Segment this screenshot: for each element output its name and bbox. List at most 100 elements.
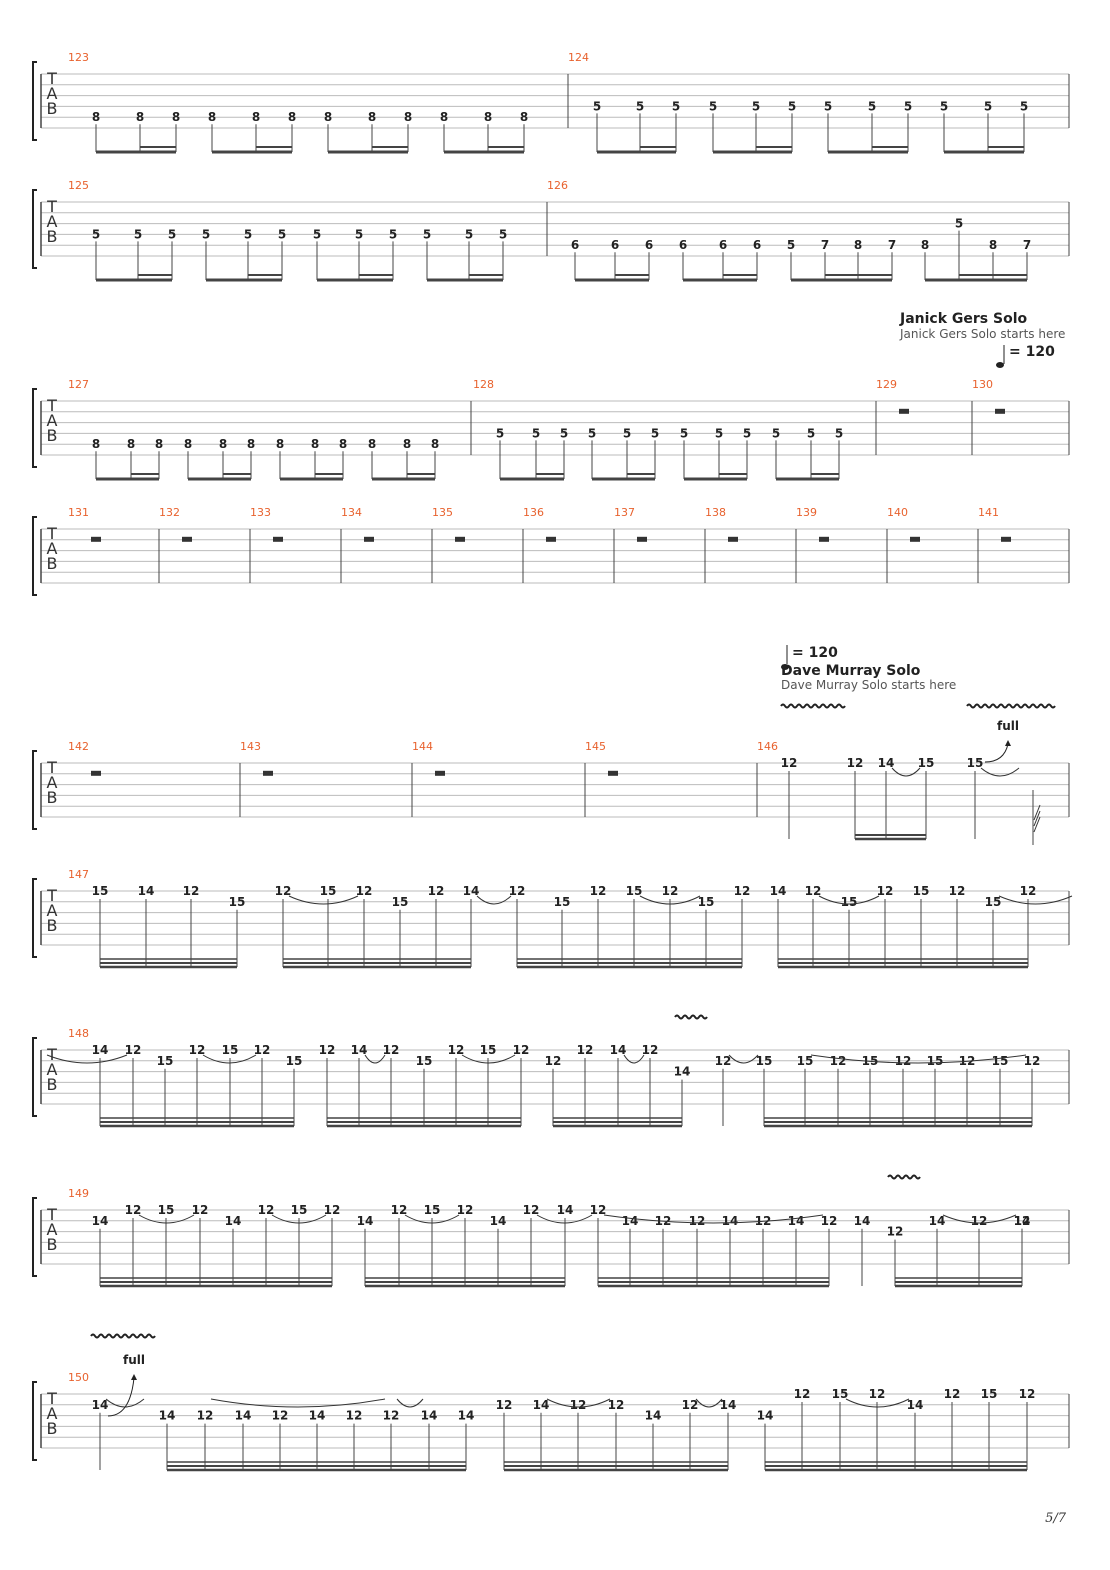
fret-number: 14 [674,1065,691,1079]
fret-number: 5 [709,99,717,113]
vibrato-mark [887,1174,921,1180]
fret-number: 15 [927,1054,944,1068]
fret-number: 8 [431,437,439,451]
fret-number: 8 [368,437,376,451]
fret-number: 6 [679,238,687,252]
fret-number: 14 [878,756,895,770]
whole-rest [91,536,101,542]
fret-number: 5 [532,426,540,440]
vibrato-mark [90,1333,156,1339]
fret-number: 7 [888,238,896,252]
fret-number: 15 [157,1054,174,1068]
tab-clef-letter: T [46,1045,57,1064]
whole-rest [546,536,556,542]
measure-number: 138 [705,506,726,519]
tab-clef-letter: B [47,1235,58,1254]
slur-arc [202,1054,257,1064]
fret-number: 12 [682,1398,699,1412]
whole-rest [899,408,909,414]
measure-number: 125 [68,179,89,192]
measure-number: 144 [412,740,433,753]
tab-clef-letter: A [47,212,58,231]
fret-number: 12 [272,1409,289,1423]
whole-rest [637,536,647,542]
tab-clef-letter: B [47,788,58,807]
tremolo-slash [1033,804,1041,821]
tab-clef-letter: T [46,1389,57,1408]
tempo-marking-murray: = 120 [792,645,838,661]
fret-number: 12 [324,1203,341,1217]
fret-number: 12 [570,1398,587,1412]
fret-number: 14 [463,884,480,898]
whole-rest [91,770,101,776]
slur-arc [138,1214,195,1224]
fret-number: 12 [869,1387,886,1401]
fret-number: 14 [770,884,787,898]
fret-number: 8 [311,437,319,451]
measure-number: 145 [585,740,606,753]
slur-arc [891,767,921,777]
slur-arc [364,1054,386,1064]
tempo-note-icon [996,362,1004,368]
page-number: 5/7 [1045,1511,1067,1526]
measure-number: 135 [432,506,453,519]
bend-arrowhead [131,1374,137,1380]
fret-number: 12 [830,1054,847,1068]
fret-number: 5 [593,99,601,113]
tab-clef-letter: A [47,411,58,430]
fret-number: 15 [992,1054,1009,1068]
fret-number: 12 [319,1043,336,1057]
fret-number: 14 [788,1214,805,1228]
tab-clef-letter: B [47,916,58,935]
fret-number: 12 [125,1043,142,1057]
measure-number: 132 [159,506,180,519]
measure-number: 146 [757,740,778,753]
fret-number: 12 [642,1043,659,1057]
slur-arc [105,1398,145,1408]
fret-number: 15 [797,1054,814,1068]
tab-clef-letter: B [47,554,58,573]
fret-number: 12 [275,884,292,898]
fret-number: 15 [229,895,246,909]
measure-number: 150 [68,1371,89,1384]
tab-clef-letter: B [47,99,58,118]
fret-number: 8 [288,110,296,124]
fret-number: 14 [92,1214,109,1228]
slur-arc [396,1398,424,1408]
fret-number: 8 [208,110,216,124]
slur-arc [210,1398,386,1408]
bend-label: full [997,719,1019,733]
measure-number: 127 [68,378,89,391]
whole-rest [263,770,273,776]
fret-number: 12 [383,1043,400,1057]
slur-arc [845,1398,910,1408]
fret-number: 14 [225,1214,242,1228]
fret-number: 12 [794,1387,811,1401]
fret-number: 5 [588,426,596,440]
fret-number: 5 [560,426,568,440]
fret-number: 12 [1020,884,1037,898]
fret-number: 14 [645,1409,662,1423]
fret-number: 8 [92,437,100,451]
fret-number: 12 [545,1054,562,1068]
section-subtitle-gers: Janick Gers Solo starts here [899,327,1065,341]
section-title-murray: Dave Murray Solo [781,663,921,679]
slur-arc [728,1054,759,1064]
tab-clef-letter: A [47,1404,58,1423]
fret-number: 14 [357,1214,374,1228]
tempo-marking-gers: = 120 [1009,344,1055,360]
fret-number: 12 [1019,1387,1036,1401]
measure-number: 148 [68,1027,89,1040]
fret-number: 5 [835,426,843,440]
whole-rest [364,536,374,542]
tab-clef-letter: B [47,1419,58,1438]
fret-number: 7 [1023,238,1031,252]
whole-rest [819,536,829,542]
fret-number: 12 [781,756,798,770]
measure-number: 142 [68,740,89,753]
fret-number: 5 [715,426,723,440]
fret-number: 5 [672,99,680,113]
fret-number: 12 [428,884,445,898]
